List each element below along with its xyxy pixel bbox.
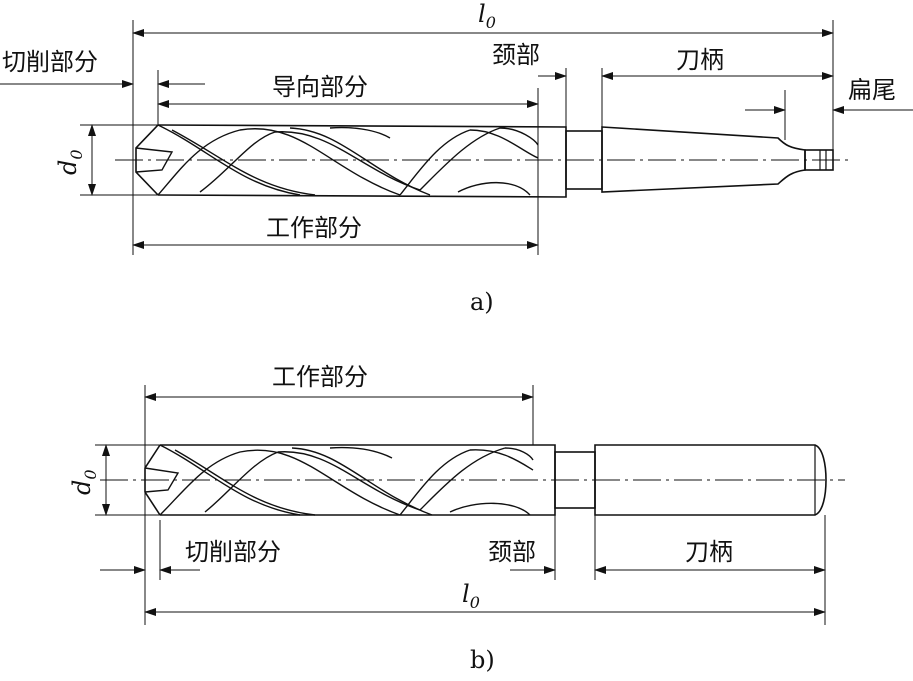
label-guide-a: 导向部分 bbox=[272, 73, 368, 101]
figure-a bbox=[0, 20, 913, 255]
label-neck-a: 颈部 bbox=[492, 41, 540, 69]
chisel-edge-b bbox=[144, 467, 180, 493]
label-working-a: 工作部分 bbox=[266, 214, 362, 242]
label-cutting-b: 切削部分 bbox=[185, 538, 281, 566]
caption-a: a) bbox=[470, 288, 494, 316]
label-d0-a: d0 bbox=[54, 149, 86, 175]
label-working-b: 工作部分 bbox=[272, 363, 368, 391]
caption-b: b) bbox=[470, 646, 495, 674]
label-shank-b: 刀柄 bbox=[685, 538, 733, 566]
flutes-a bbox=[157, 124, 539, 196]
label-tang-a: 扁尾 bbox=[848, 76, 896, 104]
chisel-edge-a bbox=[135, 147, 174, 173]
figure-b bbox=[95, 385, 845, 625]
straight-shank-b bbox=[594, 444, 827, 516]
drill-point-b bbox=[144, 444, 161, 516]
flutes-b bbox=[159, 444, 534, 516]
label-shank-a: 刀柄 bbox=[676, 46, 724, 74]
tang-a bbox=[804, 149, 834, 171]
label-l0-b: l0 bbox=[462, 580, 480, 612]
label-l0-a: l0 bbox=[478, 0, 496, 32]
label-neck-b: 颈部 bbox=[488, 538, 536, 566]
drill-point-a bbox=[135, 124, 159, 196]
label-cutting-a: 切削部分 bbox=[2, 48, 98, 76]
label-d0-b: d0 bbox=[68, 469, 100, 495]
